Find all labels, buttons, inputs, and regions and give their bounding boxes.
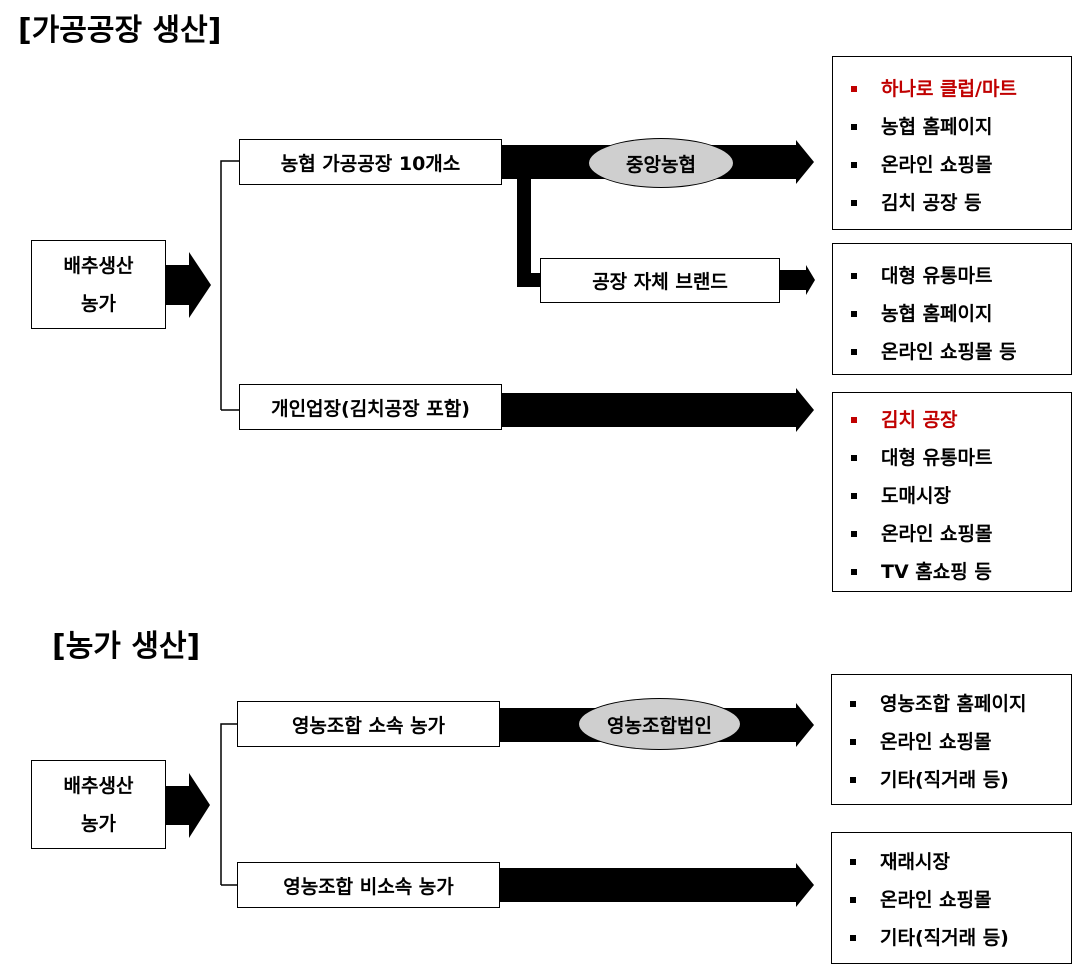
farm-box-2: 배추생산 농가 [31,760,166,849]
bullet-icon [850,739,856,745]
channel-list-4: 영농조합 홈페이지 온라인 쇼핑몰 기타(직거래 등) [831,674,1072,805]
bullet-icon [851,200,857,206]
brand-arrow [779,265,815,295]
branch-foot [517,273,543,287]
bullet-icon [851,493,857,499]
list-item: 김치 공장 등 [851,184,1071,222]
channel-list-5: 재래시장 온라인 쇼핑몰 기타(직거래 등) [831,832,1072,964]
list-item: 영농조합 홈페이지 [850,685,1071,723]
bullet-icon [851,311,857,317]
list-item: 재래시장 [850,843,1071,881]
coop-factory-box: 농협 가공공장 10개소 [239,139,502,185]
bullet-icon [850,777,856,783]
private-factory-box: 개인업장(김치공장 포함) [239,384,502,430]
farm-label-2b: 농가 [81,812,116,835]
bullet-icon [851,124,857,130]
member-farm-box: 영농조합 소속 농가 [237,701,500,747]
farm-label-1a: 배추생산 [63,254,134,277]
list-item: 온라인 쇼핑몰 등 [851,333,1071,371]
nonmember-arrow [500,863,814,907]
bullet-icon [851,162,857,168]
list-item: TV 홈쇼핑 등 [851,553,1071,591]
bullet-icon [851,569,857,575]
bullet-icon [850,935,856,941]
bullet-icon [851,417,857,423]
tree-line-top [220,160,240,410]
private-arrow [501,388,814,432]
farm-corp-oval: 영농조합법인 [578,698,741,750]
bullet-icon [850,897,856,903]
list-item: 온라인 쇼핑몰 [851,146,1071,184]
farm-box-1: 배추생산 농가 [31,240,166,329]
list-item: 온라인 쇼핑몰 [850,723,1071,761]
channel-list-2: 대형 유통마트 농협 홈페이지 온라인 쇼핑몰 등 [832,243,1072,375]
bullet-icon [851,86,857,92]
list-item: 하나로 클럽/마트 [851,70,1071,108]
list-item: 기타(직거래 등) [850,761,1071,799]
bullet-icon [851,531,857,537]
bullet-icon [850,859,856,865]
list-item: 농협 홈페이지 [851,108,1071,146]
list-item: 대형 유통마트 [851,439,1071,477]
bullet-icon [851,273,857,279]
farm-label-2a: 배추생산 [63,774,134,797]
list-item: 온라인 쇼핑몰 [850,881,1071,919]
tree2-line-top [220,723,238,885]
list-item: 농협 홈페이지 [851,295,1071,333]
channel-list-3: 김치 공장 대형 유통마트 도매시장 온라인 쇼핑몰 TV 홈쇼핑 등 [832,392,1072,592]
section1-title: [가공공장 생산] [18,13,222,48]
bullet-icon [851,349,857,355]
central-coop-oval: 중앙농협 [588,138,734,188]
farm-arrow-2 [165,773,210,838]
nonmember-farm-box: 영농조합 비소속 농가 [237,862,500,908]
list-item: 온라인 쇼핑몰 [851,515,1071,553]
list-item: 김치 공장 [851,401,1071,439]
farm-arrow-1 [165,252,211,318]
list-item: 기타(직거래 등) [850,919,1071,957]
list-item: 도매시장 [851,477,1071,515]
farm-label-1b: 농가 [81,292,116,315]
section2-title: [농가 생산] [52,629,201,664]
bullet-icon [850,701,856,707]
bullet-icon [851,455,857,461]
channel-list-1: 하나로 클럽/마트 농협 홈페이지 온라인 쇼핑몰 김치 공장 등 [832,56,1072,230]
list-item: 대형 유통마트 [851,257,1071,295]
branch-bar [517,175,531,287]
own-brand-box: 공장 자체 브랜드 [540,258,780,303]
